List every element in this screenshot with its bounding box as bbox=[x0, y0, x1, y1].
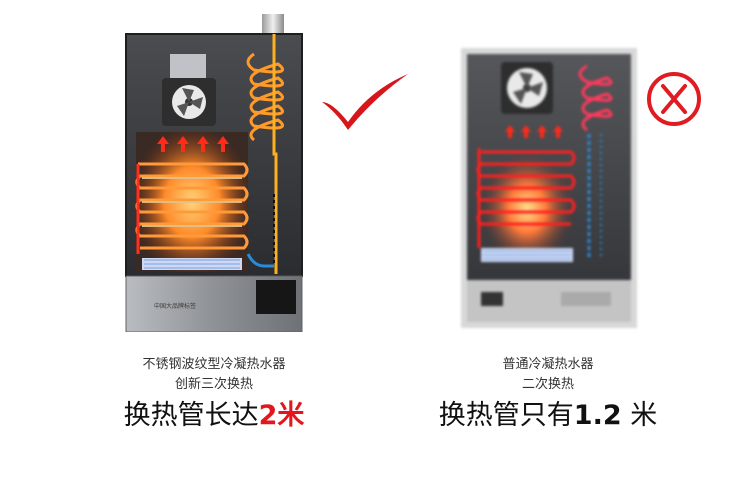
pipe-length-value: 2米 bbox=[258, 400, 305, 431]
pipe-length-value: 1.2 bbox=[573, 400, 622, 431]
pipe-length-prefix: 换热管只有 bbox=[438, 400, 574, 431]
cross-circle-icon bbox=[647, 72, 701, 126]
caption-stainless-subtitle: 创新三次换热 bbox=[174, 377, 253, 392]
caption-stainless: 不锈钢波纹型冷凝热水器 创新三次换热 换热管长达2米 bbox=[94, 355, 334, 433]
pipe-length-prefix: 换热管长达 bbox=[123, 400, 259, 431]
heater-illustration-ordinary bbox=[461, 48, 637, 328]
heater-illustration-stainless: 中国大品牌标签 bbox=[125, 14, 303, 332]
caption-ordinary: 普通冷凝热水器 二次换热 换热管只有1.2 米 bbox=[418, 355, 678, 433]
caption-stainless-title: 不锈钢波纹型冷凝热水器 bbox=[142, 357, 286, 372]
brand-label: 中国大品牌标签 bbox=[154, 302, 196, 310]
caption-ordinary-title: 普通冷凝热水器 bbox=[502, 357, 594, 372]
caption-ordinary-subtitle: 二次换热 bbox=[521, 377, 574, 392]
caption-stainless-pipe-length: 换热管长达2米 bbox=[94, 399, 334, 433]
pipe-length-unit: 米 bbox=[621, 400, 658, 431]
check-mark-icon bbox=[322, 74, 408, 130]
caption-ordinary-pipe-length: 换热管只有1.2 米 bbox=[418, 399, 678, 433]
